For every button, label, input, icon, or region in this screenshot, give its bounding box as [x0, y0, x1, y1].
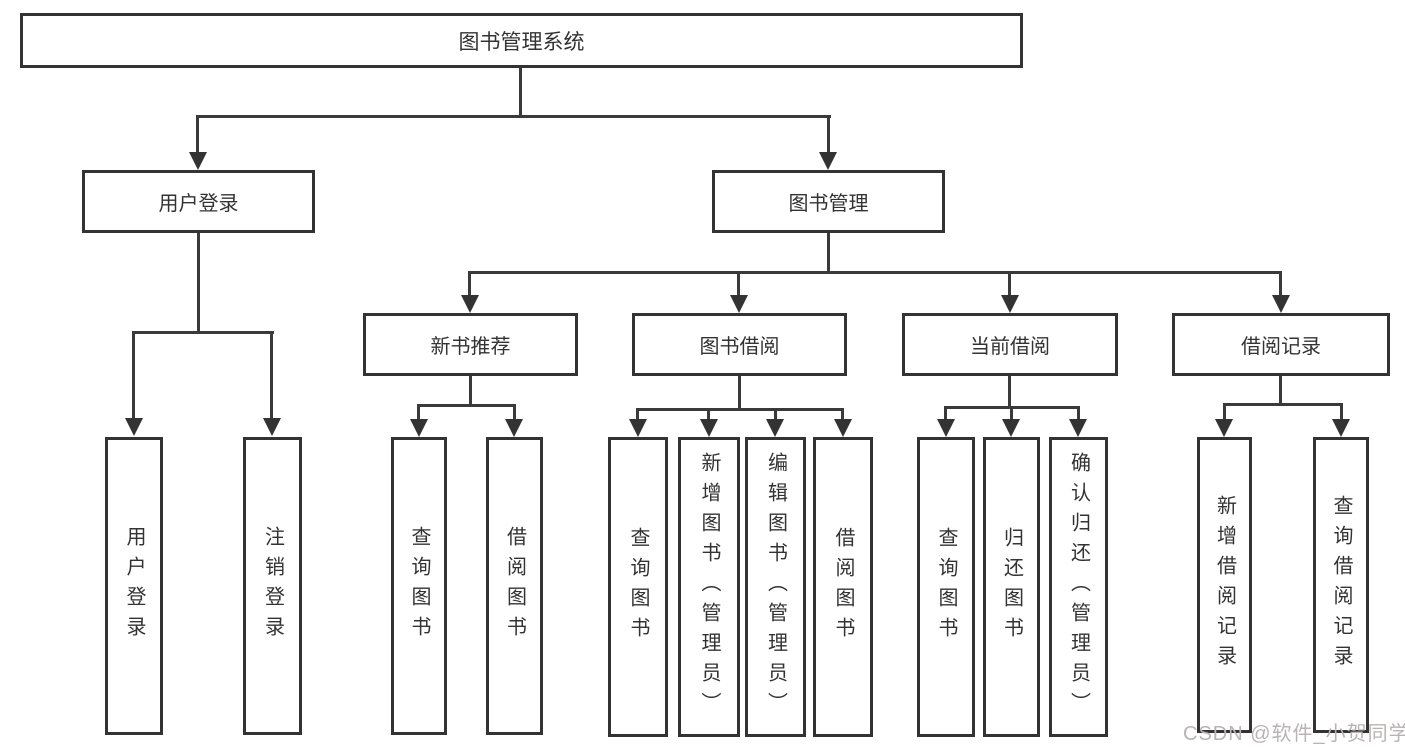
arrowhead-down [629, 419, 647, 437]
arrowhead-down [1069, 419, 1087, 437]
node-book-management: 图书管理 [712, 170, 945, 233]
leaf-user-login: 用户登录 [105, 437, 163, 735]
connector-line [1008, 271, 1011, 297]
leaf-borrow-books-borrowing-label: 借阅图书 [832, 527, 854, 647]
arrowhead-down [189, 152, 207, 170]
node-root-label: 图书管理系统 [458, 30, 585, 54]
leaf-query-books-current-label: 查询图书 [935, 527, 957, 647]
leaf-query-books-recommend: 查询图书 [391, 437, 447, 735]
arrowhead-down [1001, 295, 1019, 313]
leaf-borrow-books-borrowing: 借阅图书 [813, 437, 873, 737]
connector-line [132, 331, 135, 419]
node-book-borrowing: 图书借阅 [632, 313, 847, 376]
connector-line [196, 115, 831, 118]
connector-line [1010, 406, 1013, 421]
node-book-management-label: 图书管理 [788, 193, 869, 215]
leaf-edit-books-admin: 编辑图书（管理员） [745, 437, 806, 737]
leaf-borrow-books-recommend: 借阅图书 [486, 437, 543, 735]
node-user-login: 用户登录 [82, 170, 315, 233]
leaf-query-books-borrowing: 查询图书 [608, 437, 668, 737]
node-current-borrowing: 当前借阅 [902, 313, 1118, 376]
connector-line [197, 233, 200, 333]
csdn-watermark: CSDN @软件_小贺同学 [1183, 723, 1405, 745]
connector-line [270, 331, 273, 419]
connector-line [468, 271, 1282, 274]
leaf-query-borrow-record: 查询借阅记录 [1313, 437, 1369, 733]
arrowhead-down [700, 419, 718, 437]
arrowhead-down [461, 295, 479, 313]
connector-line [827, 115, 830, 155]
connector-line [737, 271, 740, 297]
connector-line [1340, 403, 1343, 421]
leaf-query-books-recommend-label: 查询图书 [408, 526, 430, 646]
leaf-add-books-admin: 新增图书（管理员） [678, 437, 740, 737]
node-current-borrowing-label: 当前借阅 [970, 336, 1050, 358]
connector-line [1077, 406, 1080, 421]
connector-line [519, 68, 522, 116]
node-borrowing-records: 借阅记录 [1172, 313, 1390, 376]
connector-line [1008, 376, 1011, 409]
connector-line [1223, 403, 1226, 421]
connector-line [1279, 376, 1282, 406]
leaf-return-books-label: 归还图书 [1000, 527, 1023, 647]
leaf-logout: 注销登录 [243, 437, 302, 735]
leaf-confirm-return-admin-label: 确认归还（管理员） [1067, 452, 1090, 722]
arrowhead-down [505, 419, 523, 437]
connector-line [417, 404, 516, 407]
leaf-add-borrow-record: 新增借阅记录 [1197, 437, 1252, 733]
leaf-return-books: 归还图书 [983, 437, 1040, 737]
arrowhead-down [766, 419, 784, 437]
leaf-add-books-admin-label: 新增图书（管理员） [698, 452, 720, 722]
connector-line [707, 408, 710, 421]
connector-line [469, 376, 472, 407]
node-borrowing-records-label: 借阅记录 [1241, 336, 1321, 358]
node-root: 图书管理系统 [20, 13, 1023, 68]
leaf-add-borrow-record-label: 新增借阅记录 [1213, 495, 1236, 675]
connector-line [738, 376, 741, 411]
arrowhead-down [937, 419, 955, 437]
leaf-borrow-books-recommend-label: 借阅图书 [503, 526, 526, 646]
connector-line [636, 408, 639, 421]
arrowhead-down [834, 419, 852, 437]
arrowhead-down [1272, 295, 1290, 313]
connector-line [841, 408, 844, 421]
arrowhead-down [1002, 419, 1020, 437]
leaf-query-books-borrowing-label: 查询图书 [627, 527, 649, 647]
arrowhead-down [263, 418, 281, 436]
node-user-login-label: 用户登录 [158, 193, 239, 215]
leaf-confirm-return-admin: 确认归还（管理员） [1049, 437, 1108, 737]
connector-line [468, 271, 471, 297]
leaf-user-login-label: 用户登录 [123, 526, 145, 646]
arrowhead-down [730, 295, 748, 313]
connector-line [132, 331, 274, 334]
leaf-edit-books-admin-label: 编辑图书（管理员） [764, 452, 787, 722]
connector-line [827, 233, 830, 273]
connector-line [513, 404, 516, 421]
arrowhead-down [819, 152, 837, 170]
arrowhead-down [125, 418, 143, 436]
connector-line [1279, 271, 1282, 297]
leaf-query-books-current: 查询图书 [917, 437, 975, 737]
arrowhead-down [410, 419, 428, 437]
node-new-book-recommendation-label: 新书推荐 [430, 336, 511, 358]
leaf-logout-label: 注销登录 [261, 526, 284, 646]
leaf-query-borrow-record-label: 查询借阅记录 [1330, 495, 1352, 675]
connector-line [774, 408, 777, 421]
arrowhead-down [1215, 419, 1233, 437]
connector-line [636, 408, 843, 411]
node-new-book-recommendation: 新书推荐 [363, 313, 578, 376]
connector-line [1223, 403, 1343, 406]
node-book-borrowing-label: 图书借阅 [699, 336, 780, 358]
arrowhead-down [1332, 419, 1350, 437]
connector-line [417, 404, 420, 421]
connector-line [944, 406, 947, 421]
connector-line [196, 115, 199, 155]
